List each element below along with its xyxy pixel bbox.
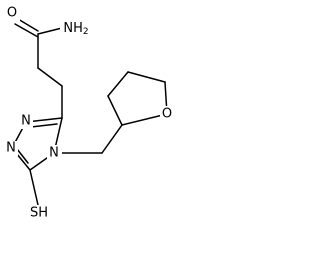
bond-n2-c3-inner — [30, 123, 58, 128]
ring-oxygen-label: O — [162, 107, 172, 122]
bond-c5-s — [29, 169, 39, 206]
triazole-n4-label: N — [49, 146, 59, 161]
bond-carbonyl-double-b — [14, 23, 39, 38]
bond-thf-c3-c4 — [107, 71, 129, 97]
triazole-n1-label: N — [6, 141, 16, 156]
triazole-n2-label: N — [21, 114, 31, 129]
bond-thf-o-c2 — [121, 113, 168, 126]
oxygen-amide-label: O — [7, 6, 17, 21]
bond-carbonyl-double-a — [17, 18, 39, 32]
atom-labels: O NH2 N N N O SH — [5, 5, 174, 221]
bond-amide-cn — [37, 27, 63, 35]
bond-thf-c2-c3 — [107, 95, 123, 126]
bonds — [11, 18, 168, 206]
bond-ch2-ch2 — [37, 67, 63, 87]
amide-nh2-label: NH2 — [63, 21, 88, 37]
thiol-sh-label: SH — [30, 206, 48, 221]
molecule-structure: O NH2 N N N O SH — [5, 5, 174, 221]
bond-ch2-thf — [101, 124, 123, 154]
bond-c5-n1-inner — [16, 148, 29, 164]
bond-thf-c4-c5 — [127, 71, 166, 83]
